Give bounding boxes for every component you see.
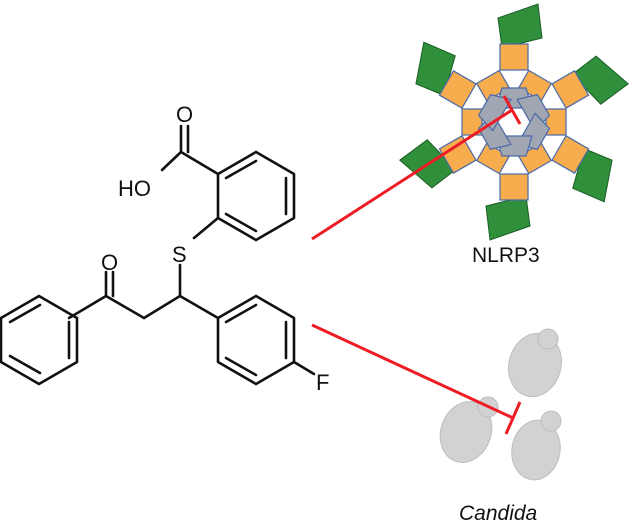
candida-label: Candida (459, 502, 537, 525)
chemical-structure (0, 124, 316, 386)
propanone-chain (67, 270, 182, 320)
nlrp3-inflammasome (399, 3, 629, 241)
benzoic-ring (216, 150, 296, 242)
atom-oxygen-acid: O (176, 102, 193, 127)
yeast-bud (540, 410, 562, 432)
ring-to-sulfur-bond (192, 216, 220, 240)
inhibition-to-nlrp3 (311, 95, 522, 241)
nlrp3-label: NLRP3 (472, 244, 540, 267)
yeast-cell (439, 401, 493, 463)
core-domains (477, 87, 551, 157)
atom-fluorine: F (316, 370, 329, 395)
pyd-domains (438, 43, 590, 201)
fluorophenyl-ring (178, 294, 316, 386)
candida-cells (439, 328, 562, 481)
phenyl-ring (0, 294, 79, 386)
carboxyl-group (160, 124, 220, 176)
atom-oxygen-ketone: O (101, 250, 118, 275)
yeast-bud (537, 328, 559, 350)
atom-hydroxyl: HO (118, 176, 151, 201)
nacht-domains (399, 3, 629, 241)
inhibition-to-candida (311, 323, 522, 435)
atom-sulfur: S (172, 242, 187, 267)
